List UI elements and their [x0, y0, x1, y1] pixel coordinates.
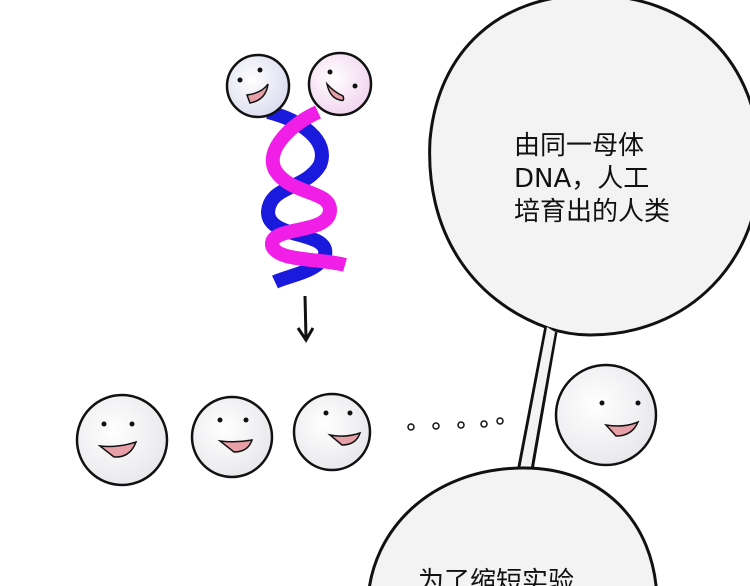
- text-line: 培育出的人类: [514, 197, 671, 227]
- bubble-bottom-text: 为了缩短实验: [418, 566, 574, 586]
- down-arrow-icon: [296, 295, 315, 343]
- face-pink: [307, 51, 373, 117]
- bubble-top-text: 由同一母体 DNA，人工 培育出的人类: [514, 130, 670, 229]
- text-line: 由同一母体: [514, 131, 645, 161]
- speech-bubble-bottom: [368, 466, 658, 586]
- clone-face-2: [190, 395, 274, 479]
- clone-face-1: [75, 393, 169, 487]
- dna-helix: [261, 105, 347, 289]
- ellipsis-dots: [407, 417, 504, 431]
- clone-face-3: [292, 392, 372, 472]
- text-line: 为了缩短实验: [418, 567, 575, 586]
- speech-bubble-top: [428, 0, 750, 473]
- face-blue: [225, 53, 291, 119]
- text-line: DNA，人工: [514, 164, 650, 194]
- clone-face-4: [554, 363, 658, 467]
